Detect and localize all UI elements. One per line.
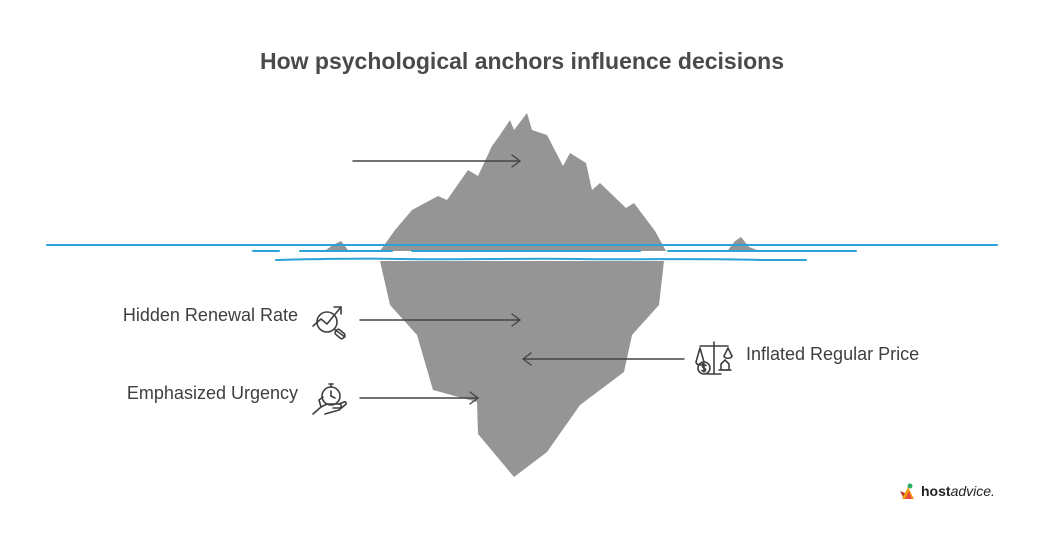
- arrow-emphasized-urgency: [359, 391, 479, 405]
- small-rock-right: [728, 237, 757, 250]
- arrow-tip: [352, 154, 521, 168]
- iceberg-tip: [380, 113, 666, 251]
- arrow-hidden-renewal-rate: [359, 313, 521, 327]
- water-surface: [46, 244, 998, 261]
- hostadvice-logo: hostadvice.: [898, 481, 995, 501]
- hostadvice-logo-text: hostadvice.: [921, 483, 995, 499]
- hostadvice-logo-icon: [900, 483, 914, 499]
- label-emphasized-urgency: Emphasized Urgency: [126, 383, 298, 403]
- magnifier-trend-icon: [312, 306, 346, 340]
- hand-stopwatch-icon: [312, 383, 347, 415]
- diagram-title: How psychological anchors influence deci…: [259, 48, 784, 74]
- arrow-inflated-regular-price: [522, 352, 685, 366]
- label-inflated-regular-price: Inflated Regular Price: [746, 344, 920, 364]
- arrows: [352, 154, 685, 405]
- balance-scale-icon: [695, 341, 733, 375]
- iceberg-underwater: [380, 261, 664, 477]
- label-hidden-renewal-rate: Hidden Renewal Rate: [122, 305, 298, 325]
